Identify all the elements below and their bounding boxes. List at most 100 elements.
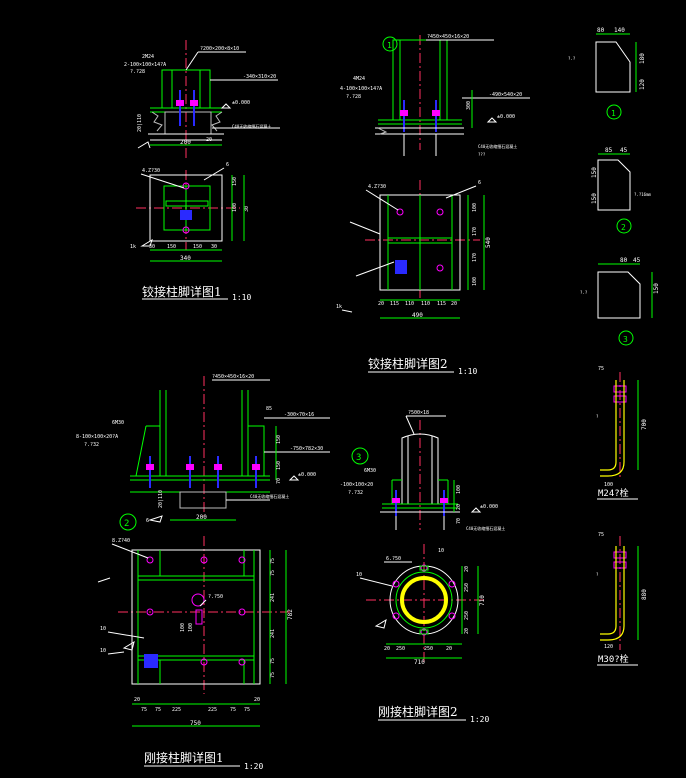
svg-text:782: 782 bbox=[287, 609, 294, 620]
svg-text:20: 20 bbox=[134, 697, 140, 703]
svg-text:300: 300 bbox=[466, 101, 472, 110]
svg-text:880: 880 bbox=[641, 589, 648, 600]
hinge1-plan: 4.Z?30 6 150 100 30 30 150 150 30 340 1k… bbox=[130, 162, 251, 302]
svg-text:C40无收缩细石混凝土: C40无收缩细石混凝土 bbox=[250, 493, 289, 499]
svg-text:241: 241 bbox=[270, 629, 276, 638]
svg-text:?450×450×16×20: ?450×450×16×20 bbox=[212, 374, 254, 380]
hinge2-elevation: 1 ?450×450×16×20 4M24 4-100×100×14?A ?.?… bbox=[340, 34, 530, 157]
rigid1-elevation: ?450×450×16×20 85 -300×70×16 6M30 8-100×… bbox=[76, 374, 330, 524]
svg-text:30: 30 bbox=[211, 244, 217, 250]
svg-text:6: 6 bbox=[478, 180, 481, 186]
svg-text:115: 115 bbox=[390, 301, 399, 307]
svg-text:241: 241 bbox=[270, 593, 276, 602]
hinge1-elevation: 2-100×100×14?A ?.?28 2M24 ?200×200×8×10 … bbox=[124, 40, 280, 160]
svg-text:1k: 1k bbox=[336, 304, 342, 310]
svg-text:10: 10 bbox=[356, 572, 362, 578]
svg-text:?450×450×16×20: ?450×450×16×20 bbox=[427, 34, 469, 40]
svg-text:6M30: 6M30 bbox=[112, 420, 124, 426]
svg-text:20: 20 bbox=[451, 301, 457, 307]
hinge1-stiff-note2: ?.?28 bbox=[130, 69, 145, 75]
svg-text:-300×70×16: -300×70×16 bbox=[284, 412, 314, 418]
svg-text:100: 100 bbox=[472, 277, 478, 286]
svg-text:120: 120 bbox=[639, 79, 646, 90]
hinge1-dim-20: 20 bbox=[206, 137, 212, 143]
svg-text:75: 75 bbox=[270, 570, 276, 576]
svg-text:6: 6 bbox=[146, 518, 149, 524]
hinge1-grout: C40无收缩细石混凝土 bbox=[232, 123, 271, 129]
hinge1-title: 铰接柱脚详图1 bbox=[142, 284, 222, 299]
svg-text:80: 80 bbox=[597, 27, 605, 34]
svg-text:C40无收缩细石混凝土: C40无收缩细石混凝土 bbox=[478, 143, 517, 149]
svg-text:10: 10 bbox=[100, 626, 106, 632]
svg-text:6M30: 6M30 bbox=[364, 468, 376, 474]
m30-label: M30?栓 bbox=[598, 653, 629, 665]
svg-text:710: 710 bbox=[414, 659, 425, 666]
svg-text:100: 100 bbox=[232, 203, 238, 212]
svg-text:540: 540 bbox=[485, 237, 492, 248]
svg-text:?.?: ?.? bbox=[580, 290, 588, 295]
svg-text:75: 75 bbox=[598, 366, 604, 372]
m30-bolt: 75 880 120 ? M30?栓 bbox=[596, 532, 648, 666]
svg-text:750: 750 bbox=[190, 720, 201, 727]
rigid2-plan: 6.?50 10 10 20 250 250 20 710 20 250 250… bbox=[356, 544, 489, 724]
svg-text:150: 150 bbox=[232, 177, 238, 186]
svg-text:45: 45 bbox=[633, 257, 641, 264]
svg-text:170: 170 bbox=[472, 227, 478, 236]
svg-text:2: 2 bbox=[621, 223, 626, 232]
rigid2-scale: 1:20 bbox=[470, 715, 489, 724]
svg-text:?.?32: ?.?32 bbox=[348, 490, 363, 496]
svg-text:100: 100 bbox=[180, 623, 186, 632]
svg-text:75: 75 bbox=[598, 532, 604, 538]
svg-text:4.Z?30: 4.Z?30 bbox=[368, 184, 386, 190]
svg-text:C40无收缩细石混凝土: C40无收缩细石混凝土 bbox=[466, 525, 505, 531]
svg-text:120: 120 bbox=[604, 644, 613, 650]
svg-text:200: 200 bbox=[196, 514, 207, 521]
rigid2-title: 刚接柱脚详图2 bbox=[378, 704, 458, 719]
svg-text:1: 1 bbox=[611, 109, 616, 118]
svg-text:20: 20 bbox=[254, 697, 260, 703]
svg-text:150: 150 bbox=[276, 435, 282, 444]
hinge1-dim-200: 200 bbox=[180, 139, 191, 146]
hinge1-scale: 1:10 bbox=[232, 293, 251, 302]
rigid2-elevation: 3 ?500×18 6M30 -100×100×20 ?.?32 100 20 … bbox=[340, 410, 505, 531]
hinge1-top-plate: ?200×200×8×10 bbox=[200, 46, 239, 52]
svg-text:-490×540×20: -490×540×20 bbox=[489, 92, 522, 98]
hinge2-plan: 4.Z?30 6 100 170 170 100 540 20 115 110 … bbox=[336, 180, 492, 376]
svg-text:110: 110 bbox=[421, 301, 430, 307]
svg-text:150: 150 bbox=[276, 461, 282, 470]
svg-text:±0.000: ±0.000 bbox=[480, 504, 498, 510]
svg-text:2: 2 bbox=[124, 519, 129, 529]
rib-detail-1: 80 140 180 120 ?.? 1 bbox=[568, 27, 646, 120]
svg-text:8-100×100×20?A: 8-100×100×20?A bbox=[76, 434, 118, 440]
svg-text:3: 3 bbox=[623, 335, 628, 344]
svg-text:225: 225 bbox=[208, 707, 217, 713]
svg-text:490: 490 bbox=[412, 312, 423, 319]
svg-text:100: 100 bbox=[472, 203, 478, 212]
svg-text:±0.000: ±0.000 bbox=[497, 114, 515, 120]
svg-text:20|110: 20|110 bbox=[158, 490, 164, 508]
svg-text:?: ? bbox=[596, 414, 599, 419]
hinge1-hole: 4.Z?30 bbox=[142, 168, 160, 174]
svg-text:140: 140 bbox=[614, 27, 625, 34]
svg-text:85: 85 bbox=[605, 147, 613, 154]
svg-text:20: 20 bbox=[464, 566, 470, 572]
m24-label: M24?栓 bbox=[598, 487, 629, 499]
svg-text:30: 30 bbox=[149, 244, 155, 250]
svg-text:225: 225 bbox=[172, 707, 181, 713]
hinge1-width: 340 bbox=[180, 255, 191, 262]
svg-text:100: 100 bbox=[188, 623, 194, 632]
hinge1-dim-20-110: 20|110 bbox=[137, 114, 143, 132]
svg-text:3: 3 bbox=[356, 453, 361, 463]
svg-text:8.Z?40: 8.Z?40 bbox=[112, 538, 130, 544]
svg-text:?500×18: ?500×18 bbox=[408, 410, 429, 416]
rib-detail-2: 85 45 150 150 ?.?16mm 2 bbox=[591, 147, 651, 234]
hinge1-base-plate: -340×310×20 bbox=[243, 74, 276, 80]
svg-text:20: 20 bbox=[456, 504, 462, 510]
svg-text:?.?: ?.? bbox=[568, 56, 576, 61]
hinge2-scale: 1:10 bbox=[458, 367, 477, 376]
svg-text:4M24: 4M24 bbox=[353, 76, 365, 82]
svg-text:6: 6 bbox=[226, 162, 229, 168]
svg-text:?.?32: ?.?32 bbox=[84, 442, 99, 448]
svg-text:30: 30 bbox=[244, 206, 250, 212]
